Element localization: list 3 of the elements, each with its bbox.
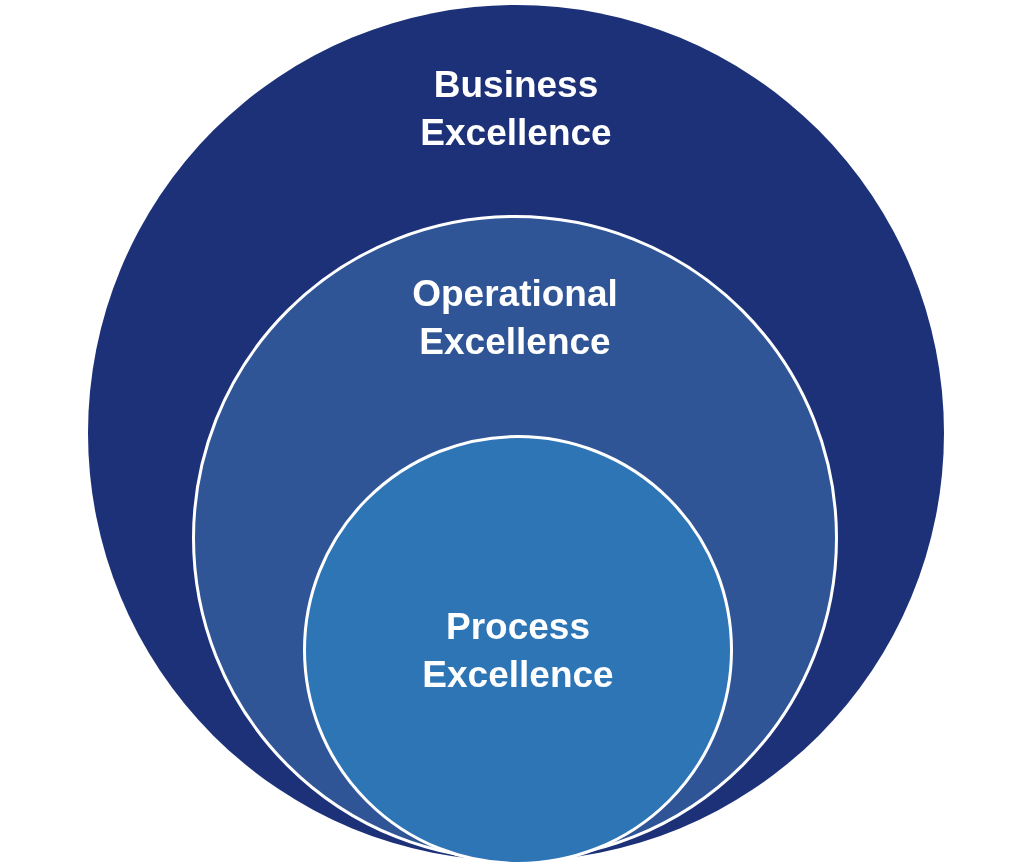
circle-title: Business Excellence bbox=[420, 63, 612, 155]
circle-title: Operational Excellence bbox=[412, 272, 618, 364]
circle-title: Process Excellence bbox=[422, 605, 614, 697]
